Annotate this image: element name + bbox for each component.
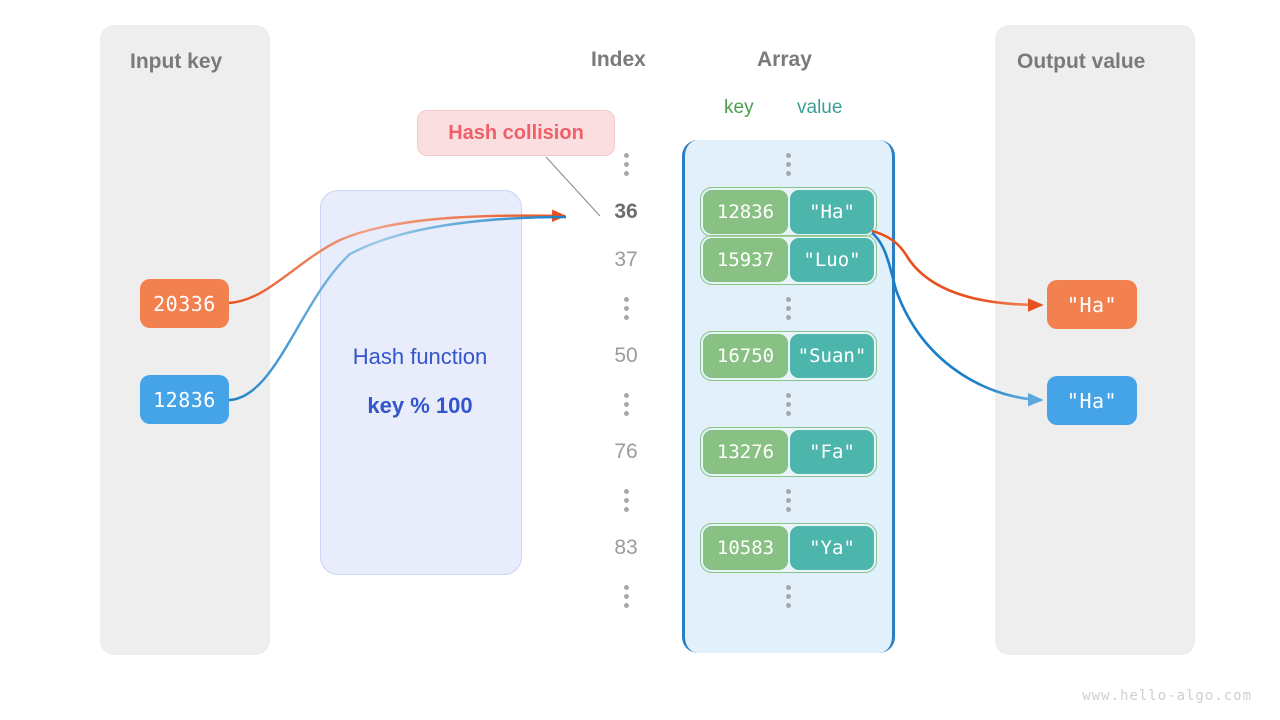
array-ellipsis-row bbox=[682, 380, 895, 428]
index-row: 37 bbox=[580, 236, 672, 284]
index-ellipsis-row bbox=[580, 140, 672, 188]
value-sub-header: value bbox=[797, 97, 843, 118]
hash-function-formula: key % 100 bbox=[367, 393, 473, 418]
array-bucket-row: 15937"Luo" bbox=[682, 235, 895, 285]
key-sub-header: key bbox=[724, 97, 754, 118]
array-ellipsis-row bbox=[682, 572, 895, 620]
bucket-key: 13276 bbox=[703, 430, 788, 474]
index-label: 76 bbox=[614, 440, 638, 463]
array-bucket-row: 13276"Fa" bbox=[682, 427, 895, 477]
array-ellipsis-row bbox=[682, 140, 895, 188]
watermark: www.hello-algo.com bbox=[1082, 688, 1252, 704]
bucket[interactable]: 12836"Ha" bbox=[700, 187, 877, 237]
index-label: 37 bbox=[614, 248, 638, 271]
index-label: 83 bbox=[614, 536, 638, 559]
index-column-header: Index bbox=[591, 48, 646, 71]
vertical-ellipsis-icon bbox=[623, 152, 629, 176]
bucket-key: 10583 bbox=[703, 526, 788, 570]
index-ellipsis-row bbox=[580, 284, 672, 332]
bucket[interactable]: 15937"Luo" bbox=[700, 235, 877, 285]
array-rows: 12836"Ha"15937"Luo"16750"Suan"13276"Fa"1… bbox=[682, 140, 895, 620]
vertical-ellipsis-icon bbox=[623, 296, 629, 320]
vertical-ellipsis-icon bbox=[786, 152, 791, 176]
bucket[interactable]: 13276"Fa" bbox=[700, 427, 877, 477]
vertical-ellipsis-icon bbox=[623, 392, 629, 416]
array-bucket-row: 12836"Ha" bbox=[682, 187, 895, 237]
bucket-key: 16750 bbox=[703, 334, 788, 378]
output-value-panel-title: Output value bbox=[1017, 50, 1146, 73]
index-ellipsis-row bbox=[580, 476, 672, 524]
bucket-value: "Ha" bbox=[790, 190, 874, 234]
array-ellipsis-row bbox=[682, 476, 895, 524]
index-row: 83 bbox=[580, 524, 672, 572]
output-value-1[interactable]: "Ha" bbox=[1047, 376, 1137, 425]
vertical-ellipsis-icon bbox=[623, 488, 629, 512]
hash-function-box bbox=[320, 190, 522, 575]
index-label: 50 bbox=[614, 344, 638, 367]
vertical-ellipsis-icon bbox=[786, 296, 791, 320]
array-column-header: Array bbox=[757, 48, 812, 71]
array-ellipsis-row bbox=[682, 284, 895, 332]
index-column: 36 37 50 76 83 bbox=[580, 140, 672, 620]
input-key-0[interactable]: 20336 bbox=[140, 279, 229, 328]
index-row: 36 bbox=[580, 188, 672, 236]
bucket-key: 15937 bbox=[703, 238, 788, 282]
input-key-panel bbox=[100, 25, 270, 655]
bucket-value: "Luo" bbox=[790, 238, 874, 282]
vertical-ellipsis-icon bbox=[786, 488, 791, 512]
input-key-1[interactable]: 12836 bbox=[140, 375, 229, 424]
vertical-ellipsis-icon bbox=[786, 392, 791, 416]
index-ellipsis-row bbox=[580, 380, 672, 428]
bucket-value: "Fa" bbox=[790, 430, 874, 474]
hash-collision-badge: Hash collision bbox=[417, 110, 615, 156]
output-value-panel bbox=[995, 25, 1195, 655]
bucket-value: "Ya" bbox=[790, 526, 874, 570]
index-label: 36 bbox=[614, 200, 638, 223]
array-bucket-row: 16750"Suan" bbox=[682, 331, 895, 381]
input-key-panel-title: Input key bbox=[130, 50, 223, 73]
bucket-key: 12836 bbox=[703, 190, 788, 234]
bucket-value: "Suan" bbox=[790, 334, 874, 378]
vertical-ellipsis-icon bbox=[786, 584, 791, 608]
index-ellipsis-row bbox=[580, 572, 672, 620]
bucket[interactable]: 10583"Ya" bbox=[700, 523, 877, 573]
bucket[interactable]: 16750"Suan" bbox=[700, 331, 877, 381]
hash-function-name: Hash function bbox=[352, 344, 488, 369]
array-bucket-row: 10583"Ya" bbox=[682, 523, 895, 573]
vertical-ellipsis-icon bbox=[623, 584, 629, 608]
index-row: 76 bbox=[580, 428, 672, 476]
index-row: 50 bbox=[580, 332, 672, 380]
output-value-0[interactable]: "Ha" bbox=[1047, 280, 1137, 329]
